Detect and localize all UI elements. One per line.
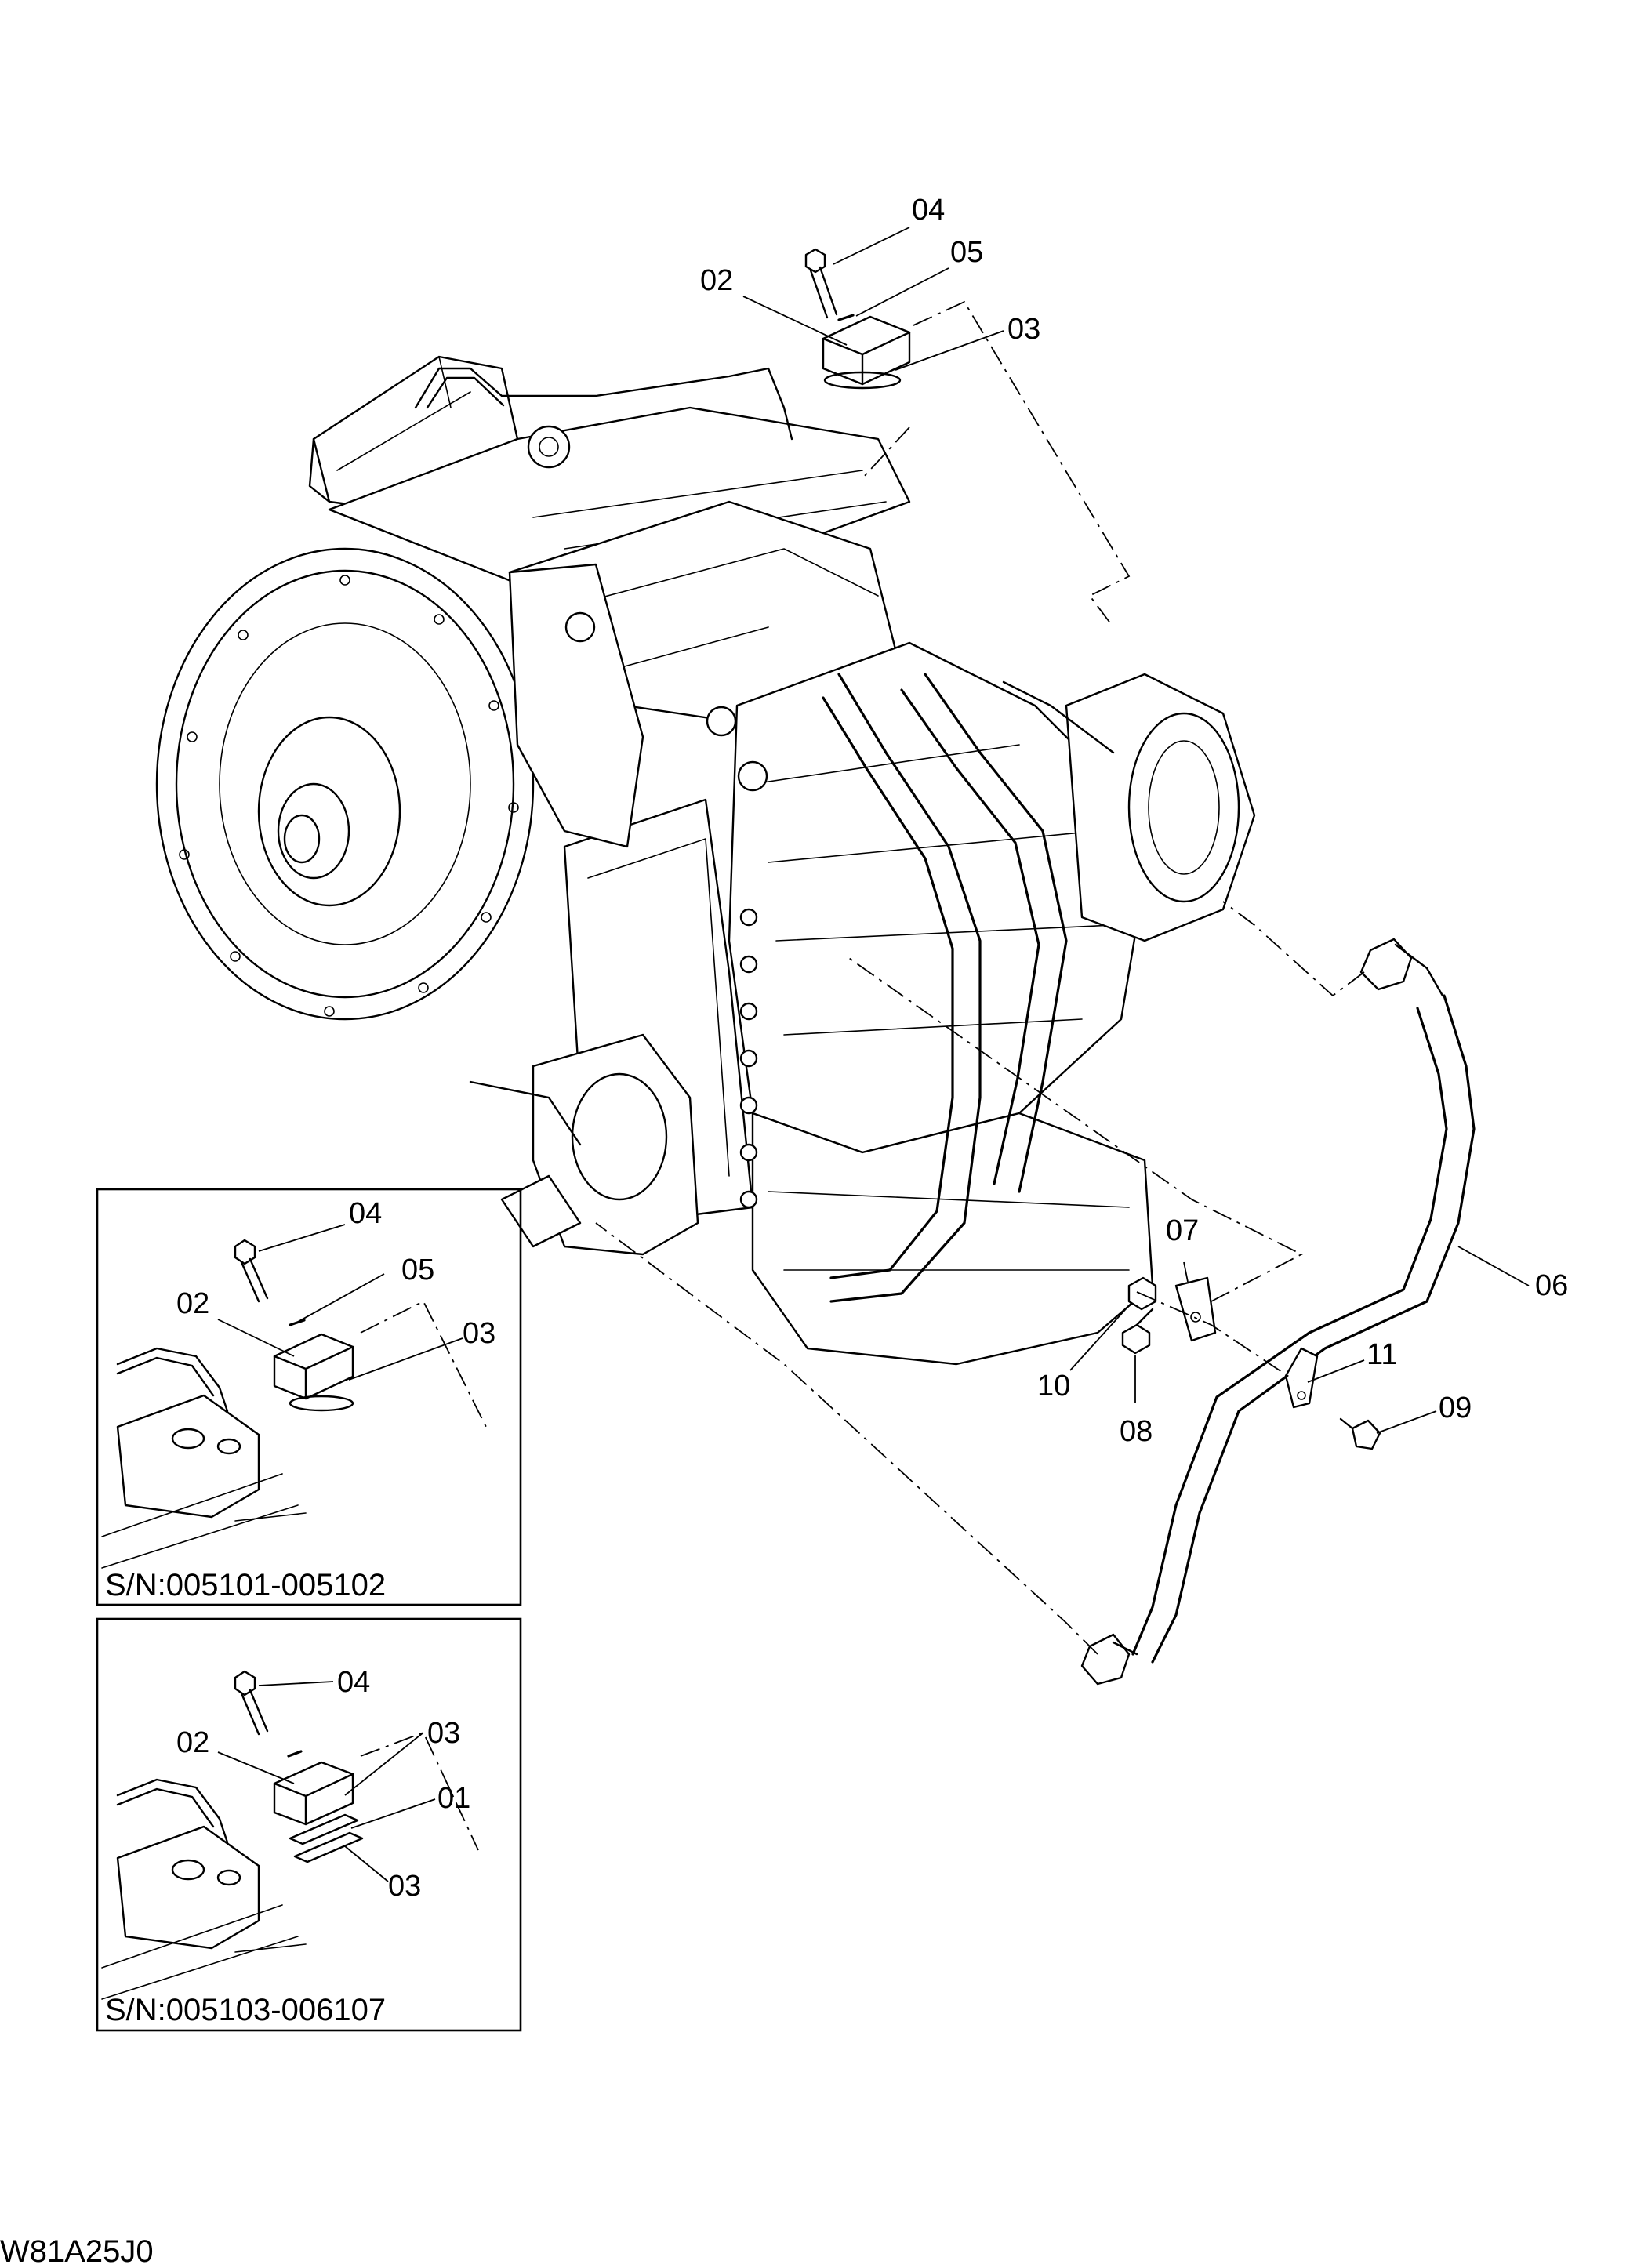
callout-11: 11 [1367,1338,1397,1371]
inset-2 [96,1617,522,2032]
leader-lines [217,227,1530,1882]
callout-10: 10 [1037,1370,1070,1403]
inset-1-serial-label: S/N:005101-005102 [105,1568,386,1602]
inset1-callout-05: 05 [401,1254,434,1286]
inset-1-callouts: 04 05 02 03 [176,1197,495,1350]
callout-06: 06 [1535,1269,1568,1302]
inset1-callout-03: 03 [463,1317,495,1350]
inset1-callout-02: 02 [176,1287,209,1320]
inset1-callout-04: 04 [349,1197,382,1230]
inset-1 [96,1188,522,1606]
callout-08: 08 [1120,1415,1153,1448]
callout-03: 03 [1007,313,1040,346]
inset-2-serial-label: S/N:005103-006107 [105,1993,386,2027]
hose-assembly [595,901,1476,1686]
callout-02: 02 [700,264,733,297]
callout-07: 07 [1166,1214,1199,1247]
inset2-callout-02: 02 [176,1726,209,1759]
transmission-assembly [155,355,1256,1366]
callout-05: 05 [950,236,983,269]
drawing-code: W81A25J0 [0,2234,154,2268]
callout-04: 04 [912,194,945,227]
inset2-callout-03-lower: 03 [388,1870,421,1903]
inset-2-callouts: 04 02 03 01 03 [176,1666,470,1903]
callout-09: 09 [1439,1392,1472,1424]
flange-bolts [179,575,519,1017]
main-callouts: 04 05 02 03 06 07 10 08 11 09 [700,194,1568,1448]
inset2-callout-01: 01 [437,1782,470,1815]
sensor-assembly-main [804,248,1131,628]
inset2-callout-04: 04 [337,1666,370,1699]
inset2-callout-03-upper: 03 [427,1717,460,1750]
bolt-column [739,908,758,1209]
